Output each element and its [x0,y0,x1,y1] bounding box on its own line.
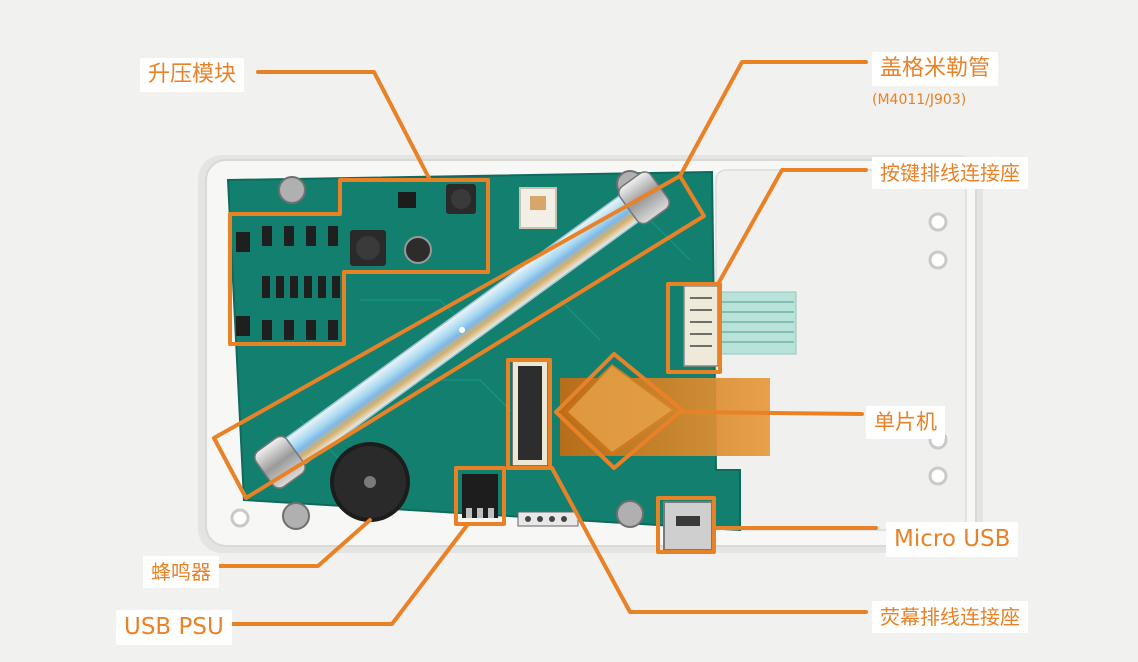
label-micro-usb: Micro USB [886,522,1019,557]
usb-psu-frame [454,466,506,526]
screw [278,176,306,204]
buzzer [330,442,410,522]
screw [282,502,310,530]
mcu-leader [680,410,864,416]
label-screen-connector: 荧幕排线连接座 [872,601,1028,633]
geiger-tube-leader [678,60,868,178]
buzzer-leader [216,518,372,568]
button-connector-frame [666,282,722,374]
label-geiger-tube: 盖格米勒管 [872,52,999,86]
usb-psu-leader [216,522,470,626]
label-boost-module: 升压模块 [140,58,245,92]
label-buzzer: 蜂鸣器 [143,556,219,588]
label-usb-psu: USB PSU [116,610,232,645]
button-connector-leader [716,168,868,286]
micro-usb-frame [656,496,716,554]
label-button-connector: 按键排线连接座 [872,157,1028,189]
case-hole [928,466,948,486]
screen-connector-leader [550,466,868,614]
case-hole [928,212,948,232]
geiger-tube [254,171,670,489]
button-ribbon-cable [717,291,797,355]
pcb [226,170,770,551]
leader-lines [216,60,878,626]
case-hole [928,250,948,270]
case-hole [230,508,250,528]
boost-components [350,184,557,266]
button-connector [683,285,719,367]
boost-module-leader [256,70,432,182]
screw [616,500,644,528]
boost-module-frame [228,178,490,346]
callout-frames [212,174,722,554]
mcu-frame [554,352,684,470]
screen-connector-frame [506,358,552,470]
pin-header [517,511,579,527]
label-mcu: 单片机 [866,406,945,439]
geiger-tube-frame [212,174,706,500]
smd-array [236,226,340,340]
label-geiger-tube-model: (M4011/J903) [872,92,967,108]
